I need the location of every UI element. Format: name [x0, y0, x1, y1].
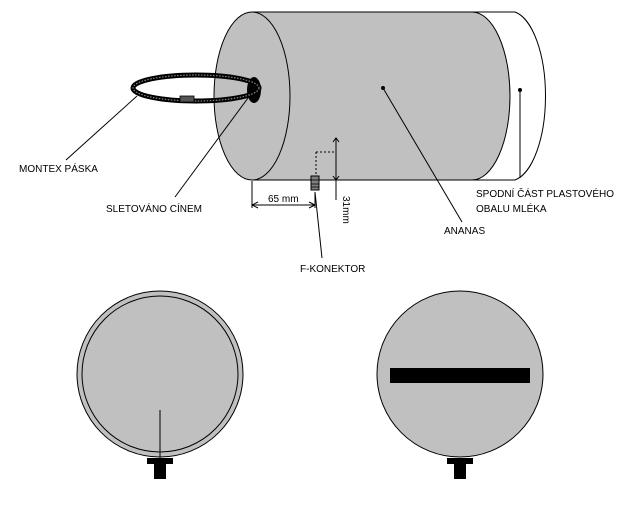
label-milk-bottom-line2: OBALU MLÉKA [476, 202, 547, 215]
dimension-65mm-label: 65 mm [268, 194, 299, 205]
label-milk-bottom-line1: SPODNÍ ČÁST PLASTOVÉHO [476, 187, 614, 200]
label-pineapple: ANANAS [444, 226, 485, 237]
dimension-65mm: 65 mm [250, 181, 317, 209]
front-view-slot [376, 290, 544, 479]
dimension-31mm: 31mm [315, 137, 351, 224]
montex-strap [130, 72, 262, 104]
label-montex-strap: MONTEX PÁSKA [19, 162, 98, 175]
front-view-probe [76, 290, 244, 479]
label-soldered: SLETOVÁNO CÍNEM [106, 202, 202, 215]
f-connector-side [310, 175, 320, 191]
dimension-31mm-label: 31mm [340, 196, 351, 224]
leader-lines [65, 87, 521, 259]
label-f-connector: F-KONEKTOR [300, 264, 365, 275]
